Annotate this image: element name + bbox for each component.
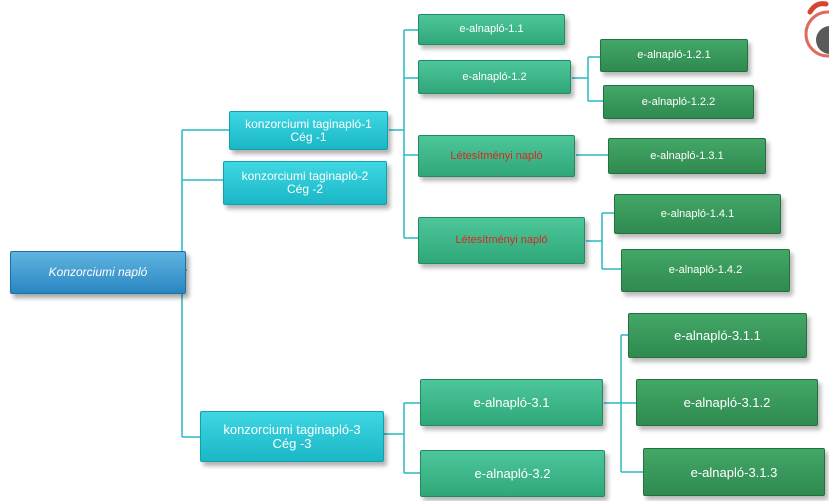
node-3-1-3-label: e-alnapló-3.1.3: [690, 464, 778, 480]
root-node[interactable]: Konzorciumi napló: [10, 251, 186, 294]
node-3-1-2-label: e-alnapló-3.1.2: [683, 395, 771, 410]
logo-icon: [804, 1, 829, 58]
branch3-node[interactable]: konzorciumi taginapló-3 Cég -3: [200, 411, 384, 462]
node-3-1-2[interactable]: e-alnapló-3.1.2: [636, 379, 818, 426]
node-1-4-1-label: e-alnapló-1.4.1: [660, 207, 735, 220]
node-1-2-label: e-alnapló-1.2: [462, 70, 527, 83]
node-1-2-2[interactable]: e-alnapló-1.2.2: [603, 85, 754, 119]
node-1-4-label: Létesítményi napló: [455, 234, 548, 246]
node-1-2-1[interactable]: e-alnapló-1.2.1: [600, 39, 748, 72]
node-3-1-3[interactable]: e-alnapló-3.1.3: [643, 448, 825, 496]
node-1-4-1[interactable]: e-alnapló-1.4.1: [614, 194, 781, 234]
connector-3-1: [604, 334, 644, 473]
node-1-3-label: Létesítményi napló: [450, 149, 543, 162]
node-1-2[interactable]: e-alnapló-1.2: [418, 60, 571, 94]
node-1-4[interactable]: Létesítményi napló: [418, 217, 585, 264]
node-3-1-label: e-alnapló-3.1: [473, 395, 550, 410]
node-3-2-label: e-alnapló-3.2: [474, 466, 551, 481]
node-1-2-1-label: e-alnapló-1.2.1: [637, 49, 711, 61]
node-3-1[interactable]: e-alnapló-3.1: [420, 379, 603, 426]
node-3-2[interactable]: e-alnapló-3.2: [420, 450, 605, 497]
branch1-title: konzorciumi taginapló-1: [245, 116, 372, 131]
node-1-3-1[interactable]: e-alnapló-1.3.1: [608, 138, 766, 174]
branch3-title: konzorciumi taginapló-3: [223, 421, 361, 437]
node-1-3-1-label: e-alnapló-1.3.1: [650, 149, 724, 162]
branch2-title: konzorciumi taginapló-2: [241, 169, 369, 183]
node-1-1-label: e-alnapló-1.1: [459, 23, 524, 35]
connector-1-4: [586, 212, 622, 270]
branch1-subtitle: Cég -1: [290, 129, 327, 144]
branch2-subtitle: Cég -2: [286, 182, 324, 196]
node-1-3[interactable]: Létesítményi napló: [418, 135, 575, 177]
branch3-subtitle: Cég -3: [272, 435, 312, 451]
node-1-4-2-label: e-alnapló-1.4.2: [668, 264, 743, 276]
branch2-node[interactable]: konzorciumi taginapló-2 Cég -2: [223, 161, 387, 205]
node-3-1-1[interactable]: e-alnapló-3.1.1: [628, 313, 807, 358]
branch1-node[interactable]: konzorciumi taginapló-1 Cég -1: [229, 111, 388, 150]
node-1-1[interactable]: e-alnapló-1.1: [418, 14, 565, 45]
connector-branch3: [384, 402, 421, 474]
node-3-1-1-label: e-alnapló-3.1.1: [674, 328, 761, 343]
connector-branch1: [389, 29, 420, 239]
connector-1-2: [572, 56, 604, 102]
node-1-2-2-label: e-alnapló-1.2.2: [641, 95, 716, 108]
node-1-4-2[interactable]: e-alnapló-1.4.2: [621, 249, 790, 292]
root-label: Konzorciumi napló: [48, 265, 148, 279]
